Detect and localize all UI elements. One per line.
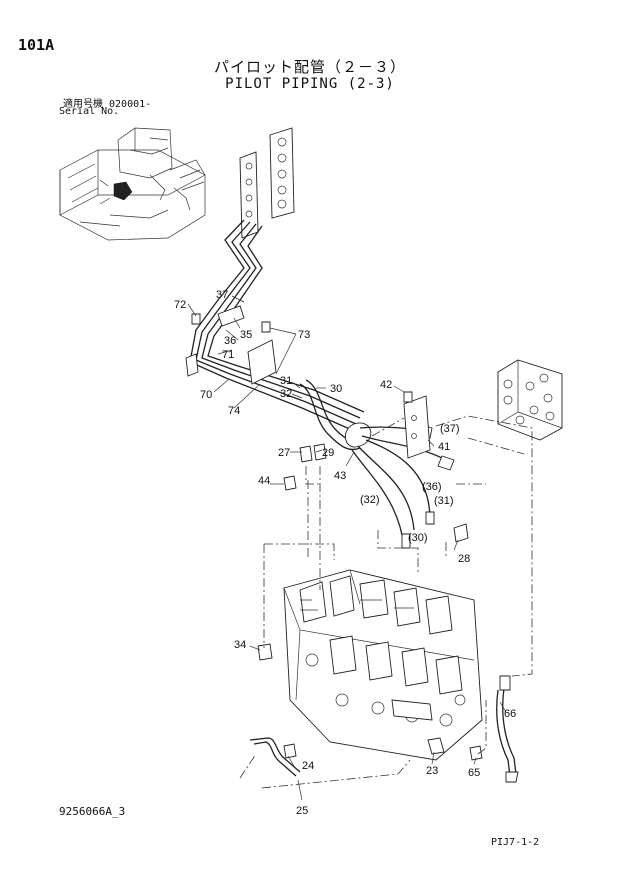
callout-31: 31	[280, 375, 292, 387]
callout-31-ref: (31)	[434, 495, 454, 507]
callout-42: 42	[380, 379, 392, 391]
callout-28: 28	[458, 553, 470, 565]
title-english: PILOT PIPING (2-3)	[225, 76, 395, 92]
callout-24: 24	[302, 760, 314, 772]
page-code: PIJ7-1-2	[491, 837, 540, 848]
document-code: 9256066A_3	[59, 805, 126, 818]
callout-23: 23	[426, 765, 438, 777]
pilot-pipe-bundle	[185, 219, 455, 549]
main-control-valve	[283, 569, 483, 761]
callout-66: 66	[504, 708, 516, 720]
callout-73: 73	[298, 329, 310, 341]
lower-pipes	[249, 675, 519, 783]
callout-30: 30	[330, 383, 342, 395]
callout-65: 65	[468, 767, 480, 779]
callout-32-ref: (32)	[360, 494, 380, 506]
callout-25: 25	[296, 805, 308, 817]
serial-label-english: Serial No.	[59, 106, 120, 117]
callout-37: 37	[216, 289, 228, 301]
callout-36-ref: (36)	[422, 481, 442, 493]
callout-74: 74	[228, 405, 240, 417]
callout-70: 70	[200, 389, 212, 401]
callout-32: 32	[280, 388, 292, 400]
machine-overview-illustration	[59, 127, 206, 241]
callout-37-ref: (37)	[440, 423, 460, 435]
callout-35: 35	[240, 329, 252, 341]
callout-36: 36	[224, 335, 236, 347]
valve-block-right	[497, 359, 563, 441]
callout-30-ref: (30)	[408, 532, 428, 544]
callout-44: 44	[258, 475, 270, 487]
fittings	[191, 313, 483, 761]
callout-72: 72	[174, 299, 186, 311]
pipe-bracket-upper	[239, 127, 295, 239]
callout-29: 29	[322, 447, 334, 459]
callout-71: 71	[222, 349, 234, 361]
callout-43: 43	[334, 470, 346, 482]
page-number: 101A	[18, 36, 55, 54]
title-japanese: パイロット配管（２－３）	[213, 58, 406, 76]
callout-labels: 72 37 35 36 73 71 70 74 31 32 30 42 (37)…	[174, 289, 516, 817]
leader-lines	[187, 295, 507, 801]
connection-lines	[239, 415, 533, 789]
callout-27: 27	[278, 447, 290, 459]
callout-41: 41	[438, 441, 450, 453]
serial-label-japanese: 適用号機 020001-	[63, 99, 152, 110]
callout-34: 34	[234, 639, 246, 651]
